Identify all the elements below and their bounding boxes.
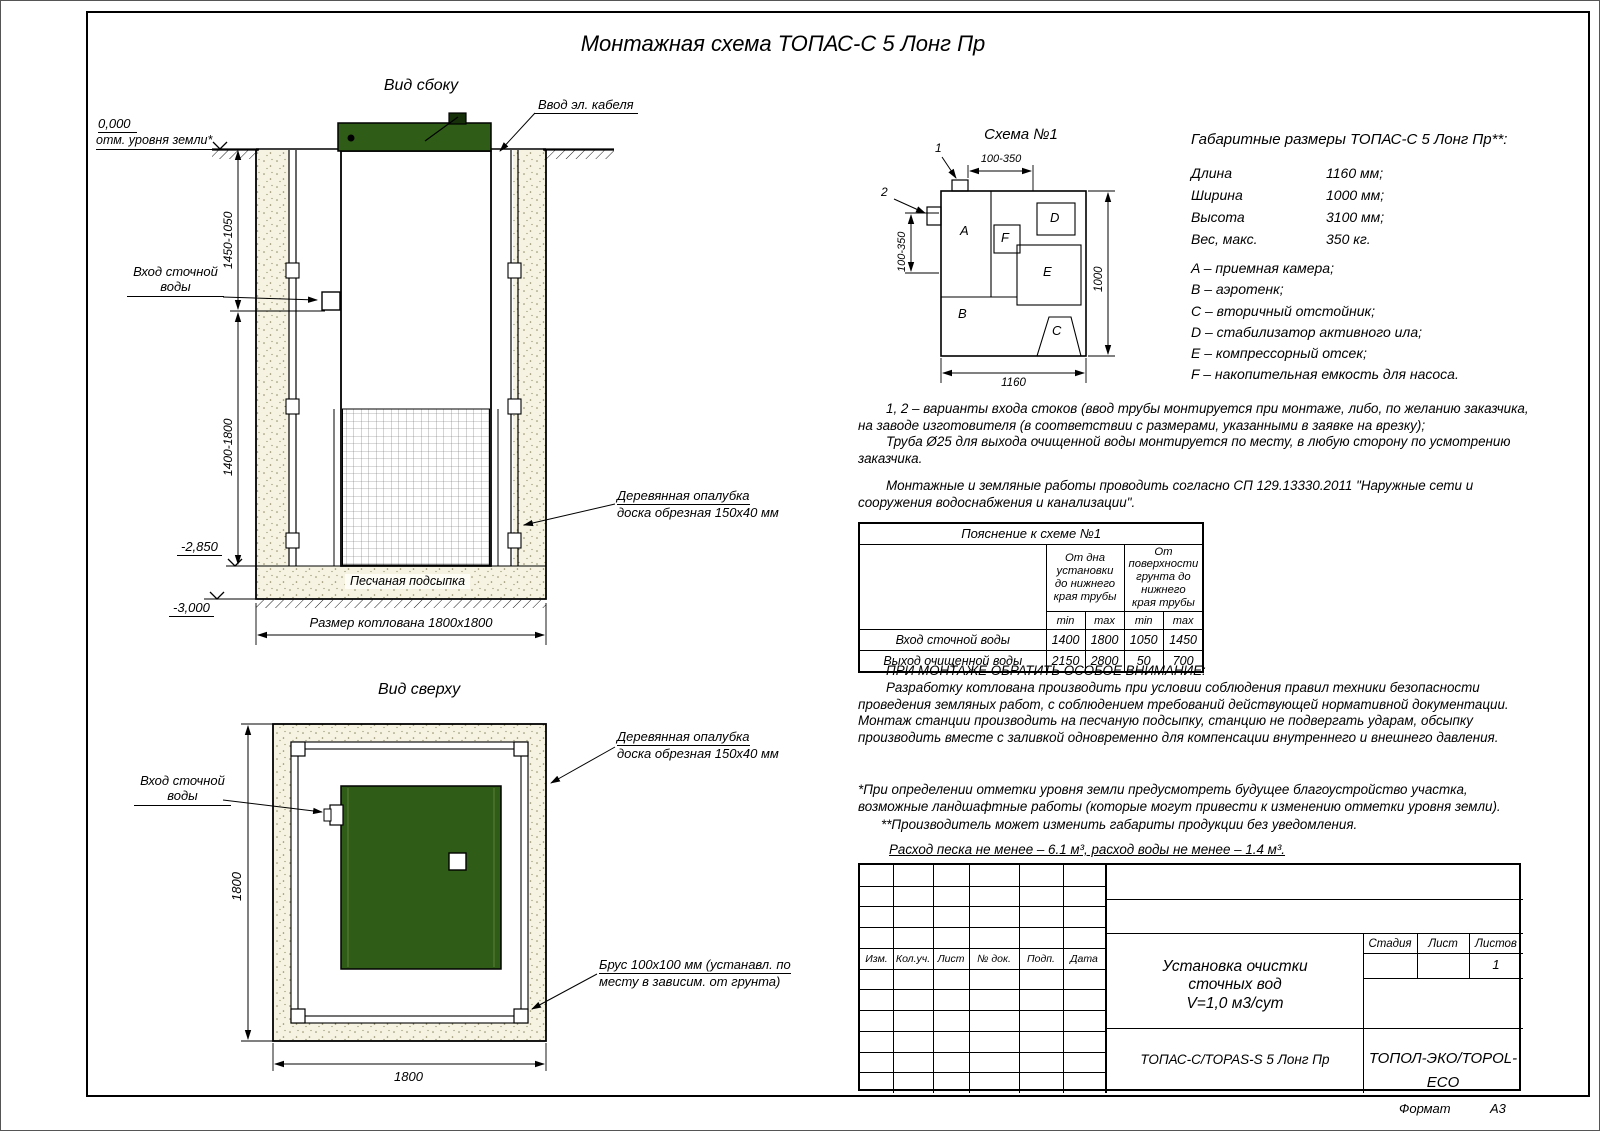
table-min-header: min bbox=[1123, 611, 1164, 631]
scheme-dim-height: 1000 bbox=[1093, 266, 1105, 292]
scheme-dim-top: 100-350 bbox=[980, 153, 1022, 165]
timber-label: Брус 100х100 мм (устанавл. по месту в за… bbox=[599, 957, 791, 990]
legend-item: E – компрессорный отсек; bbox=[1191, 345, 1367, 362]
attention-body: Разработку котлована производить при усл… bbox=[858, 680, 1509, 745]
dim-row-weight: Вес, макс.350 кг. bbox=[1191, 231, 1371, 247]
legend-item: C – вторичный отстойник; bbox=[1191, 302, 1375, 319]
stamp-sheet-label: Лист bbox=[1428, 938, 1458, 950]
page-title: Монтажная схема ТОПАС-С 5 Лонг Пр bbox=[580, 31, 986, 56]
format-label: Формат bbox=[1399, 1101, 1451, 1116]
table-row: Выход очищенной воды 2150 2800 50 700 bbox=[858, 650, 1204, 673]
level-minus-2850: -2,850 bbox=[177, 539, 222, 557]
side-view-title: Вид сбоку bbox=[383, 77, 459, 94]
stamp-sheets-label: Листов bbox=[1475, 938, 1517, 950]
inlet-label-side: Вход сточной воды bbox=[127, 264, 224, 298]
stamp-stage-label: Стадия bbox=[1368, 938, 1412, 950]
cable-entry-label: Ввод эл. кабеля bbox=[534, 97, 638, 115]
scheme-marker-2: 2 bbox=[881, 185, 888, 199]
compartment-e: E bbox=[1043, 264, 1052, 279]
notes-installation-standard: Монтажные и земляные работы проводить со… bbox=[858, 478, 1474, 510]
legend-item: A – приемная камера; bbox=[1191, 260, 1334, 276]
compartment-legend: A – приемная камера; B – аэротенк; C – в… bbox=[1191, 258, 1459, 386]
stamp-company: ТОПОЛ-ЭКО/TOPOL-ECO bbox=[1368, 1050, 1518, 1091]
scheme-dim-width: 1160 bbox=[1001, 377, 1026, 389]
stamp-col-list: Лист bbox=[937, 953, 965, 965]
manufacturer-footnote: **Производитель может изменить габариты … bbox=[881, 817, 1358, 832]
notes-inlet-variants: 1, 2 – варианты входа стоков (ввод трубы… bbox=[858, 401, 1529, 466]
stamp-col-koluch: Кол.уч. bbox=[895, 953, 931, 965]
overall-dims-title: Габаритные размеры ТОПАС-С 5 Лонг Пр**: bbox=[1191, 131, 1508, 148]
top-view-drawing bbox=[222, 723, 616, 1071]
stamp-col-data: Дата bbox=[1070, 953, 1098, 965]
table-group1-header: От дна установки до нижнего края трубы bbox=[1045, 543, 1125, 613]
level-minus-3000: -3,000 bbox=[169, 600, 214, 618]
stamp-col-izm: Изм. bbox=[865, 953, 888, 965]
explanation-table: Пояснение к схеме №1 От дна установки до… bbox=[858, 522, 1205, 673]
consumption-note: Расход песка не менее – 6.1 м³, расход в… bbox=[889, 842, 1286, 857]
drawing-frame bbox=[86, 11, 1590, 1097]
dim-depth-upper: 1450-1050 bbox=[221, 211, 235, 269]
stamp-col-ndok: № док. bbox=[977, 953, 1011, 965]
table-row: Вход сточной воды 1400 1800 1050 1450 bbox=[858, 629, 1204, 652]
stamp-model: ТОПАС-С/TOPAS-S 5 Лонг Пр bbox=[1140, 1052, 1330, 1067]
level-zero-mark: 0,000 bbox=[98, 116, 137, 134]
sand-bedding-label: Песчаная подсыпка bbox=[345, 574, 471, 589]
table-max-header: max bbox=[1084, 611, 1125, 631]
level-zero-note: отм. уровня земли* bbox=[96, 133, 213, 150]
compartment-a: A bbox=[960, 223, 969, 238]
table-max-header: max bbox=[1162, 611, 1204, 631]
stamp-col-podp: Подп. bbox=[1027, 953, 1055, 965]
dim-1800-left: 1800 bbox=[229, 872, 244, 901]
side-view-drawing bbox=[204, 112, 616, 645]
title-block: Изм. Кол.уч. Лист № док. Подп. Дата Стад… bbox=[858, 863, 1523, 1093]
stamp-sheets-value: 1 bbox=[1492, 957, 1500, 972]
dim-depth-lower: 1400-1800 bbox=[221, 418, 235, 476]
ground-level-footnote: *При определении отметки уровня земли пр… bbox=[858, 782, 1501, 814]
table-corner-cell bbox=[858, 543, 1047, 631]
inlet-label-top: Вход сточной воды bbox=[134, 773, 231, 807]
compartment-d: D bbox=[1050, 210, 1060, 225]
attention-title: ПРИ МОНТАЖЕ ОБРАТИТЬ ОСОБОЕ ВНИМАНИЕ: bbox=[886, 663, 1206, 678]
legend-item: D – стабилизатор активного ила; bbox=[1191, 323, 1422, 340]
compartment-b: B bbox=[958, 306, 967, 321]
top-view-title: Вид сверху bbox=[377, 681, 461, 698]
compartment-c: C bbox=[1052, 323, 1062, 338]
table-title: Пояснение к схеме №1 bbox=[858, 522, 1204, 545]
scheme-drawing bbox=[893, 156, 1115, 383]
formwork-label-top: Деревянная опалубка доска обрезная 150х4… bbox=[617, 729, 779, 762]
legend-item: B – аэротенк; bbox=[1191, 281, 1284, 298]
scheme-marker-1: 1 bbox=[935, 141, 942, 155]
pit-size-label: Размер котлована 1800х1800 bbox=[309, 615, 493, 630]
dim-1800-bottom: 1800 bbox=[394, 1069, 423, 1084]
scheme-title: Схема №1 bbox=[984, 126, 1058, 143]
legend-item: F – накопительная емкость для насоса. bbox=[1191, 366, 1459, 383]
table-min-header: min bbox=[1045, 611, 1086, 631]
scheme-dim-left: 100-350 bbox=[896, 231, 908, 272]
table-group2-header: От поверхности грунта до нижнего края тр… bbox=[1123, 543, 1204, 613]
compartment-f: F bbox=[1001, 230, 1009, 245]
stamp-project-name: Установка очистки сточных вод V=1,0 м3/с… bbox=[1162, 958, 1308, 1012]
formwork-label-side: Деревянная опалубка доска обрезная 150х4… bbox=[617, 488, 779, 521]
format-value: А3 bbox=[1490, 1101, 1506, 1116]
